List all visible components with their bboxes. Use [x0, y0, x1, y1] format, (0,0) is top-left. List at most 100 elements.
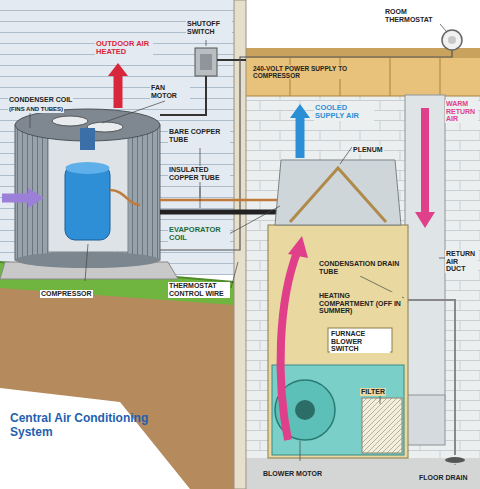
condenser-unit-part [15, 125, 160, 260]
copper-tubes-part [160, 199, 282, 202]
furnace-part [281, 250, 298, 440]
leader-lines-part [440, 24, 446, 31]
airflow-arrow-part [28, 188, 44, 208]
part-label: HEATING COMPARTMENT (OFF IN SUMMER) [318, 292, 402, 315]
part-label: RETURN AIR DUCT [445, 250, 478, 273]
label-anchor: WARM RETURN AIR [445, 100, 478, 125]
condenser-unit-part [65, 165, 110, 240]
room-thermostat-part [442, 30, 462, 50]
leader-lines-part [340, 147, 352, 164]
room-thermostat-part [448, 36, 456, 44]
part-label: COMPRESSOR [40, 290, 93, 298]
part-label: FAN MOTOR [150, 84, 190, 99]
ground [0, 262, 234, 489]
shutoff-switch [195, 48, 217, 76]
part-label: ROOM THERMOSTAT [384, 8, 440, 23]
part-label: FURNACE BLOWER SWITCH [330, 330, 390, 353]
basement-wall-part [246, 0, 480, 489]
airflow-arrow [2, 63, 128, 208]
label-anchor: BARE COPPER TUBE [168, 128, 230, 146]
return-air-duct-part [405, 395, 445, 445]
furnace-part [362, 398, 402, 453]
label-anchor: FLOOR DRAIN [418, 466, 476, 484]
return-air-duct-part [405, 95, 445, 400]
label-anchor: PLENUM [352, 138, 392, 156]
condenser-unit [0, 109, 178, 279]
furnace-part [290, 168, 386, 222]
part-label: FLOOR DRAIN [418, 474, 469, 482]
label-anchor: COOLED SUPPLY AIR [314, 104, 374, 122]
part-label: WARM RETURN AIR [445, 100, 478, 123]
airflow-arrow-part [2, 194, 30, 203]
label-anchor: FILTER [360, 380, 400, 398]
condenser-unit-part [80, 128, 95, 150]
furnace-part [268, 225, 408, 458]
condenser-unit-part [52, 116, 88, 126]
label-anchor: EVAPORATOR COIL [168, 226, 230, 244]
label-anchor: SHUTOFF SWITCH [186, 20, 232, 38]
furnace-part [272, 365, 404, 455]
part-label: 240-VOLT POWER SUPPLY TO COMPRESSOR [252, 65, 364, 79]
furnace-part [288, 236, 308, 258]
supply-air-arrow-part [290, 104, 310, 118]
label-anchor: FAN MOTOR [150, 84, 190, 102]
shutoff-switch-part [195, 48, 217, 76]
label-anchor: THERMOSTAT CONTROL WIRE [168, 282, 230, 300]
leader-lines-part [200, 187, 201, 208]
label-anchor: ROOM THERMOSTAT [384, 8, 440, 26]
airflow-arrow-part [114, 74, 123, 108]
label-anchor: RETURN AIR DUCT [445, 250, 478, 275]
return-air-duct-part [421, 108, 429, 214]
label-anchor: COMPRESSOR [40, 282, 100, 300]
leader-lines-part [300, 441, 301, 461]
part-label: EVAPORATOR COIL [168, 226, 230, 243]
return-air-duct [405, 95, 445, 445]
house-siding [0, 0, 234, 275]
label-anchor: HEATING COMPARTMENT (OFF IN SUMMER) [318, 292, 402, 317]
part-label: INSULATED COPPER TUBE [168, 166, 230, 181]
airflow-arrow-part [108, 63, 128, 76]
condenser-unit-part [110, 190, 140, 205]
basement-wall [246, 0, 480, 489]
diagram-title: Central Air Conditioning System [10, 412, 160, 440]
label-anchor: 240-VOLT POWER SUPPLY TO COMPRESSOR [252, 64, 364, 82]
part-label: CONDENSATION DRAIN TUBE [318, 260, 402, 275]
leader-lines-part [229, 206, 280, 234]
label-anchor: BLOWER MOTOR [262, 462, 326, 480]
leader-lines-part [231, 262, 238, 288]
shutoff-switch-part [200, 54, 212, 70]
floor-joists [246, 0, 480, 96]
floor-joists-part [246, 58, 480, 96]
supply-air-arrow [290, 104, 310, 158]
drain-tube-part [445, 457, 465, 463]
drain-tube [408, 300, 465, 463]
power-cable-part [217, 59, 246, 61]
part-label: COOLED SUPPLY AIR [314, 104, 374, 121]
part-label: BARE COPPER TUBE [168, 128, 230, 143]
leader-lines-part [102, 101, 165, 123]
part-label: OUTDOOR AIR HEATED [95, 40, 153, 57]
part-label: PLENUM [352, 146, 384, 154]
part-label: BLOWER MOTOR [262, 470, 323, 478]
floor-joists-part [246, 58, 480, 96]
leader-lines-part [206, 40, 207, 46]
ground-part [0, 288, 234, 489]
leader-lines-part [455, 464, 456, 465]
room-thermostat [442, 30, 462, 50]
condenser-unit-part [66, 162, 110, 174]
label-anchor: Central Air Conditioning System [10, 412, 160, 440]
part-label: SHUTOFF SWITCH [186, 20, 232, 35]
label-anchor: INSULATED COPPER TUBE [168, 166, 230, 184]
part-label: (FINS AND TUBES) [8, 106, 64, 113]
label-anchor: OUTDOOR AIR HEATED [95, 40, 153, 58]
leader-lines-part [85, 244, 88, 281]
part-label: CONDENSER COIL [8, 96, 73, 104]
drain-tube-part [408, 300, 455, 455]
furnace [268, 160, 408, 458]
label-anchor: FURNACE BLOWER SWITCH [330, 330, 390, 355]
furnace-part [295, 400, 315, 420]
leader-lines [30, 24, 455, 465]
condenser-unit-part [48, 136, 128, 252]
basement-wall-part [246, 458, 480, 489]
